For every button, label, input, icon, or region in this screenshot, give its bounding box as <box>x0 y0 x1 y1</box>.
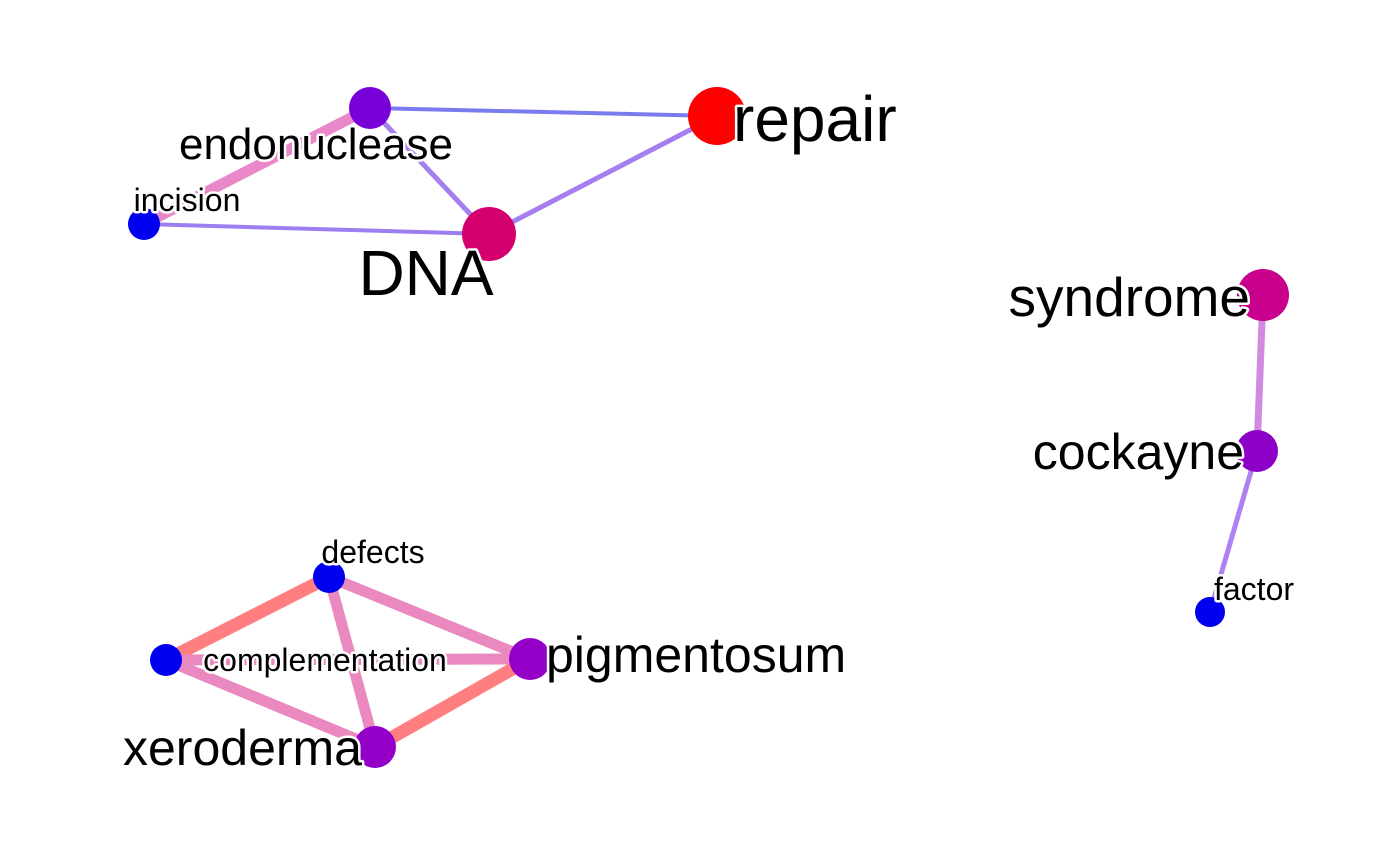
node-label-endonuclease: endonuclease <box>179 120 453 169</box>
edge-complementation-xeroderma <box>163 654 378 753</box>
node-cockayne <box>1236 430 1278 472</box>
edge-endonuclease-incision <box>141 103 373 229</box>
node-label-factor: factor <box>1214 571 1294 607</box>
node-label-dna: DNA <box>358 237 493 309</box>
node-syndrome <box>1237 269 1289 321</box>
edge-defects-pigmentosum <box>326 571 533 665</box>
node-repair <box>688 87 746 145</box>
node-label-xeroderma: xeroderma <box>123 720 362 776</box>
node-pigmentosum <box>509 638 551 680</box>
node-label-defects: defects <box>321 534 424 570</box>
edge-endonuclease-DNA <box>368 106 491 236</box>
edge-complementation-pigmentosum <box>165 653 531 666</box>
node-defects <box>313 561 345 593</box>
edge-defects-complementation <box>163 571 332 666</box>
node-endonuclease <box>349 87 391 129</box>
edge-incision-DNA <box>143 222 490 236</box>
node-dna <box>462 207 516 261</box>
node-label-pigmentosum: pigmentosum <box>546 627 846 683</box>
node-complementation <box>150 644 182 676</box>
node-label-syndrome: syndrome <box>1009 266 1250 328</box>
edge-syndrome-cockayne <box>1253 294 1267 452</box>
node-label-cockayne: cockayne <box>1033 424 1244 480</box>
node-label-complementation: complementation <box>203 642 447 678</box>
edge-pigmentosum-xeroderma <box>371 653 534 753</box>
node-xeroderma <box>354 726 396 768</box>
edge-DNA-repair <box>487 113 719 237</box>
node-label-incision: incision <box>134 182 241 218</box>
edge-layer <box>141 103 1267 753</box>
edge-endonuclease-repair <box>369 106 718 118</box>
edge-cockayne-factor <box>1207 450 1260 613</box>
node-incision <box>128 208 160 240</box>
node-layer <box>128 87 1289 768</box>
node-factor <box>1195 597 1225 627</box>
node-label-repair: repair <box>733 83 897 155</box>
